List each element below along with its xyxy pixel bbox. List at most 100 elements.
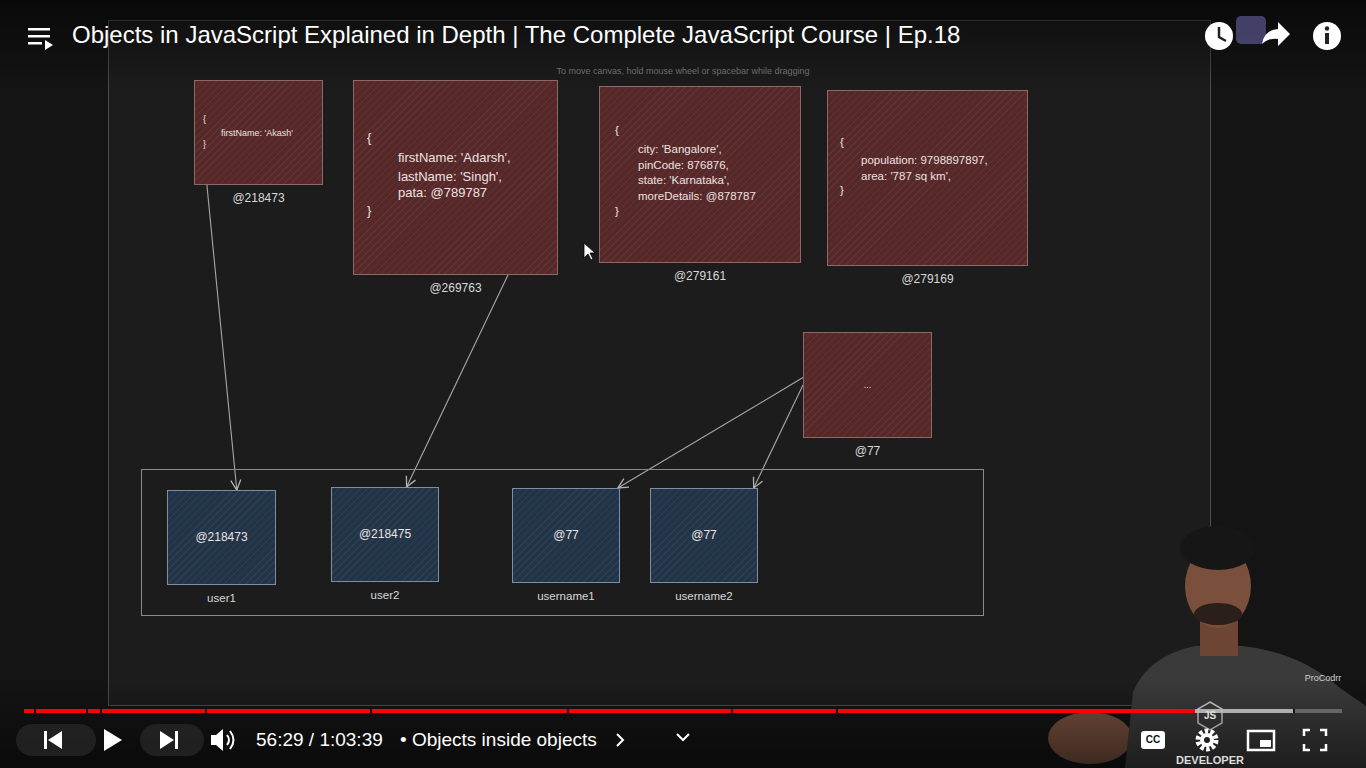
reference-arrow: [207, 185, 237, 490]
object-code-line: pata: @789787: [398, 186, 487, 201]
variable-name: user2: [371, 589, 400, 602]
shirt-print: JS: [1204, 710, 1216, 722]
object-code-line: firstName: 'Adarsh',: [398, 151, 511, 166]
icon-triangle: [48, 731, 62, 749]
chapter-gap: [1293, 709, 1295, 713]
object-code-line: }: [367, 204, 371, 219]
object-code-line: state: 'Karnataka',: [638, 174, 729, 187]
object-code-line: firstName: 'Akash': [221, 128, 293, 138]
controls-shade: [0, 680, 1366, 768]
shirt-print: DEVELOPER: [1176, 754, 1244, 767]
icon-speaker: [211, 729, 223, 751]
object-code-line: {: [367, 131, 371, 146]
chapter-gap: [567, 709, 569, 713]
viewers-icon: [1236, 16, 1266, 44]
object-code-line: }: [203, 139, 206, 149]
settings-icon: [1198, 731, 1216, 749]
icon-triangle: [160, 731, 174, 749]
variable-box: @218475user2: [331, 487, 439, 582]
reference-address: @218475: [359, 528, 411, 542]
video-time: 56:29 / 1:03:39: [256, 729, 383, 751]
chapter-gap: [370, 709, 372, 713]
icon-stem: [1325, 33, 1329, 44]
icon-bar: [175, 731, 178, 749]
chapter-gaps: [34, 709, 1295, 713]
fullscreen-icon: [1304, 730, 1326, 750]
icon-bar: [28, 42, 42, 45]
volume-icon: [211, 729, 234, 751]
object-box: { firstName: 'Adarsh', lastName: 'Singh',p…: [353, 80, 558, 275]
object-code-line: lastName: 'Singh',: [398, 170, 502, 185]
object-box: { city: 'Bangalore', pinCode: 876876, state…: [599, 86, 801, 263]
reference-address: @77: [553, 529, 579, 543]
progress-track: [24, 709, 1342, 713]
icon-disc: [1205, 22, 1233, 50]
icon-bar: [28, 35, 50, 38]
object-code-line: moreDetails: @878787: [638, 190, 756, 203]
reference-arrow: [754, 385, 803, 488]
captions-label: CC: [1146, 734, 1160, 746]
mouse-cursor: [584, 243, 595, 260]
object-code-line: }: [840, 184, 844, 197]
chapter-gap: [86, 709, 88, 713]
variable-name: username2: [675, 590, 733, 603]
captions-icon: [1141, 731, 1165, 749]
icon-hole: [1204, 737, 1210, 743]
progress-bar: [24, 709, 1342, 713]
share-icon: [1262, 22, 1290, 46]
icon-wave: [227, 735, 229, 745]
object-code-line: }: [615, 205, 619, 218]
object-code-line: population: 9798897897,: [861, 154, 988, 167]
chapter-gap: [100, 709, 102, 713]
object-code-line: {: [840, 136, 844, 149]
progress-played: [24, 709, 1195, 713]
icon-body: [1200, 733, 1214, 747]
title-shade: [0, 0, 1366, 90]
miniplayer-icon: [1248, 731, 1274, 750]
watch-later-icon: [1205, 22, 1233, 50]
object-box: {firstName: 'Akash'}@218473: [194, 80, 323, 185]
memory-address: @218473: [232, 192, 284, 206]
playlist-icon: [28, 28, 53, 50]
reference-arrow: [618, 378, 803, 488]
icon-wave: [230, 731, 234, 749]
object-code-line: {: [615, 124, 619, 137]
expand-chevron: [677, 734, 689, 740]
memory-stack-frame: @218473user1@218475user2@77username1@77u…: [141, 469, 984, 616]
icon-triangle: [45, 40, 53, 50]
variable-box: @218473user1: [167, 490, 276, 585]
presenter-beard: [1194, 603, 1242, 625]
variable-box: @77username1: [512, 488, 620, 583]
icon-frame: [1248, 731, 1274, 750]
chapter-gap: [205, 709, 207, 713]
reference-address: @218473: [195, 531, 247, 545]
memory-address: @77: [855, 445, 881, 459]
object-code-line: area: '787 sq km',: [861, 170, 951, 183]
video-title: Objects in JavaScript Explained in Depth…: [72, 21, 960, 49]
icon-disc: [1313, 22, 1341, 50]
icon-hands: [1219, 27, 1226, 41]
object-code-line: pinCode: 876876,: [638, 159, 729, 172]
previous-icon: [44, 731, 62, 749]
chapter-chevron: [617, 734, 623, 746]
chapter-title: • Objects inside objects: [400, 729, 597, 751]
variable-name: user1: [207, 592, 236, 605]
presenter-hair: [1180, 526, 1256, 570]
chapter-gap: [731, 709, 733, 713]
reference-address: @77: [691, 529, 717, 543]
play-icon: [104, 729, 122, 751]
memory-address: @279161: [674, 270, 726, 284]
channel-watermark: ProCodrr: [1305, 673, 1342, 683]
next-pill: [140, 724, 204, 756]
icon-bar: [28, 28, 50, 31]
memory-address: @269763: [429, 282, 481, 296]
variable-box: @77username2: [650, 488, 758, 583]
object-code-line: city: 'Bangalore',: [638, 143, 722, 156]
info-icon: [1313, 22, 1341, 50]
memory-address: @279169: [901, 273, 953, 287]
variable-name: username1: [537, 590, 595, 603]
object-code-line: ...: [864, 380, 872, 390]
object-box: ...@77: [803, 332, 932, 438]
